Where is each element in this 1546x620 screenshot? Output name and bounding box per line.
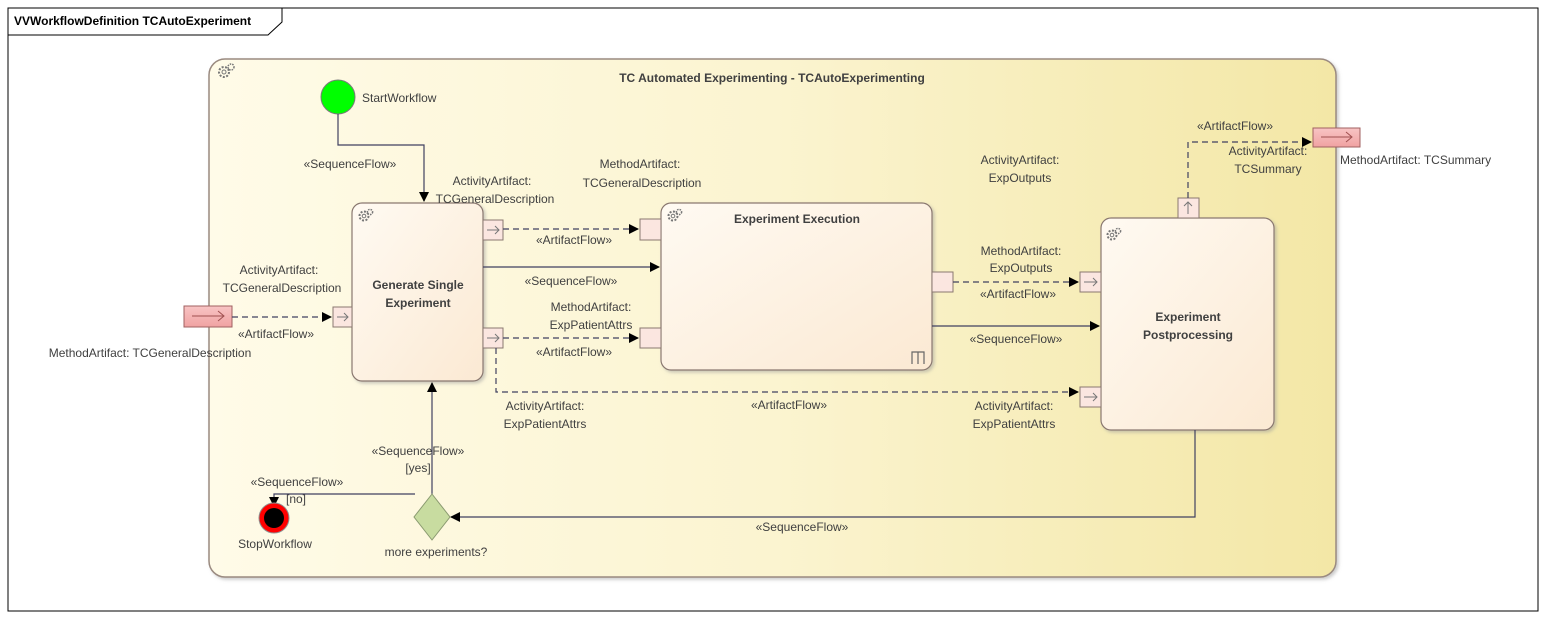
- postprocessing-label-1: Experiment: [1155, 310, 1220, 324]
- pin-label-exp-outputs-2: ExpOutputs: [989, 171, 1052, 185]
- flow-label-seq-start: «SequenceFlow»: [304, 157, 397, 171]
- pin-label-post-out-2: TCSummary: [1234, 162, 1301, 176]
- experiment-postprocessing-node[interactable]: Experiment Postprocessing: [1100, 217, 1275, 431]
- flow-seq-decision-to-stop[interactable]: [269, 493, 415, 507]
- pin-label-exp-outputs-1: ActivityArtifact:: [981, 153, 1060, 167]
- pin-generate-in[interactable]: [332, 306, 353, 328]
- flow-label-seq-exec-post: «SequenceFlow»: [970, 332, 1063, 346]
- flow-artifact-generate-to-postprocessing[interactable]: [495, 348, 1079, 397]
- decision-label: more experiments?: [385, 545, 488, 559]
- gear-icon: [358, 208, 374, 222]
- pin-label-post-in-bottom-2: ExpPatientAttrs: [973, 417, 1056, 431]
- generate-single-experiment-node[interactable]: Generate Single Experiment: [351, 202, 484, 382]
- stop-node[interactable]: [258, 502, 290, 534]
- fork-icon: [911, 351, 925, 364]
- gear-icon: [1106, 227, 1122, 241]
- experiment-execution-node[interactable]: Experiment Execution: [660, 202, 933, 371]
- flow-start-to-generate[interactable]: [337, 114, 429, 202]
- flow-label-art-gen-exec-bottom: «ArtifactFlow»: [536, 345, 612, 359]
- pin-label-exec-in-top-1: MethodArtifact:: [600, 157, 681, 171]
- pin-label-gen-in-1: ActivityArtifact:: [240, 263, 319, 277]
- pin-label-post-out-1: ActivityArtifact:: [1229, 144, 1308, 158]
- pin-label-post-in-top-2: ExpOutputs: [990, 261, 1053, 275]
- decision-node[interactable]: [413, 493, 451, 541]
- output-artifact[interactable]: [1312, 127, 1361, 148]
- pin-execution-in-bottom[interactable]: [639, 327, 662, 349]
- flow-label-seq-gen-exec: «SequenceFlow»: [525, 274, 618, 288]
- container-title: TC Automated Experimenting - TCAutoExper…: [619, 71, 925, 85]
- flow-label-art-gen-post: «ArtifactFlow»: [751, 398, 827, 412]
- generate-label-1: Generate Single: [372, 278, 464, 292]
- pin-label-gen-out-top-1: ActivityArtifact:: [453, 174, 532, 188]
- pin-label-gen-out-top-2: TCGeneralDescription: [436, 192, 555, 206]
- pin-generate-out-top[interactable]: [482, 219, 504, 241]
- flow-label-art-exec-post: «ArtifactFlow»: [980, 287, 1056, 301]
- gear-icon: [218, 63, 235, 78]
- flow-artifact-postprocessing-to-output[interactable]: [1187, 137, 1312, 198]
- pin-label-exec-in-top-2: TCGeneralDescription: [583, 176, 702, 190]
- guard-no: [no]: [286, 492, 306, 506]
- input-artifact-label: MethodArtifact: TCGeneralDescription: [49, 346, 252, 360]
- pin-label-post-in-bottom-1: ActivityArtifact:: [975, 399, 1054, 413]
- generate-label-2: Experiment: [385, 296, 450, 310]
- flow-label-seq-dec-gen: «SequenceFlow»: [372, 444, 465, 458]
- pin-postprocessing-out[interactable]: [1177, 197, 1200, 219]
- start-node[interactable]: [320, 79, 356, 115]
- guard-yes: [yes]: [405, 461, 430, 475]
- flow-label-art-gen-exec-top: «ArtifactFlow»: [536, 233, 612, 247]
- pin-execution-in-top[interactable]: [639, 218, 662, 241]
- pin-execution-out[interactable]: [931, 271, 954, 293]
- frame-title: VVWorkflowDefinition TCAutoExperiment: [14, 14, 251, 28]
- start-label: StartWorkflow: [362, 91, 437, 105]
- stop-label: StopWorkflow: [238, 537, 312, 551]
- flow-label-art-input: «ArtifactFlow»: [238, 327, 314, 341]
- pin-label-gen-in-2: TCGeneralDescription: [223, 281, 342, 295]
- pin-label-gen-out-bottom-2: ExpPatientAttrs: [504, 417, 587, 431]
- input-artifact[interactable]: [183, 305, 233, 328]
- flow-label-art-post-out: «ArtifactFlow»: [1197, 119, 1273, 133]
- output-artifact-label: MethodArtifact: TCSummary: [1340, 153, 1491, 167]
- pin-generate-out-bottom[interactable]: [482, 327, 504, 349]
- pin-label-exec-in-bottom-1: MethodArtifact:: [551, 300, 632, 314]
- pin-postprocessing-in-bottom[interactable]: [1079, 386, 1102, 408]
- pin-label-gen-out-bottom-1: ActivityArtifact:: [506, 399, 585, 413]
- pin-postprocessing-in-top[interactable]: [1079, 271, 1102, 293]
- gear-icon: [667, 208, 683, 222]
- postprocessing-label-2: Postprocessing: [1143, 328, 1233, 342]
- flow-label-seq-dec-stop: «SequenceFlow»: [251, 475, 344, 489]
- execution-label: Experiment Execution: [734, 212, 860, 226]
- flow-seq-postprocessing-to-decision[interactable]: [450, 430, 1196, 522]
- pin-label-post-in-top-1: MethodArtifact:: [981, 244, 1062, 258]
- flow-label-seq-post-dec: «SequenceFlow»: [756, 520, 849, 534]
- pin-label-exec-in-bottom-2: ExpPatientAttrs: [550, 318, 633, 332]
